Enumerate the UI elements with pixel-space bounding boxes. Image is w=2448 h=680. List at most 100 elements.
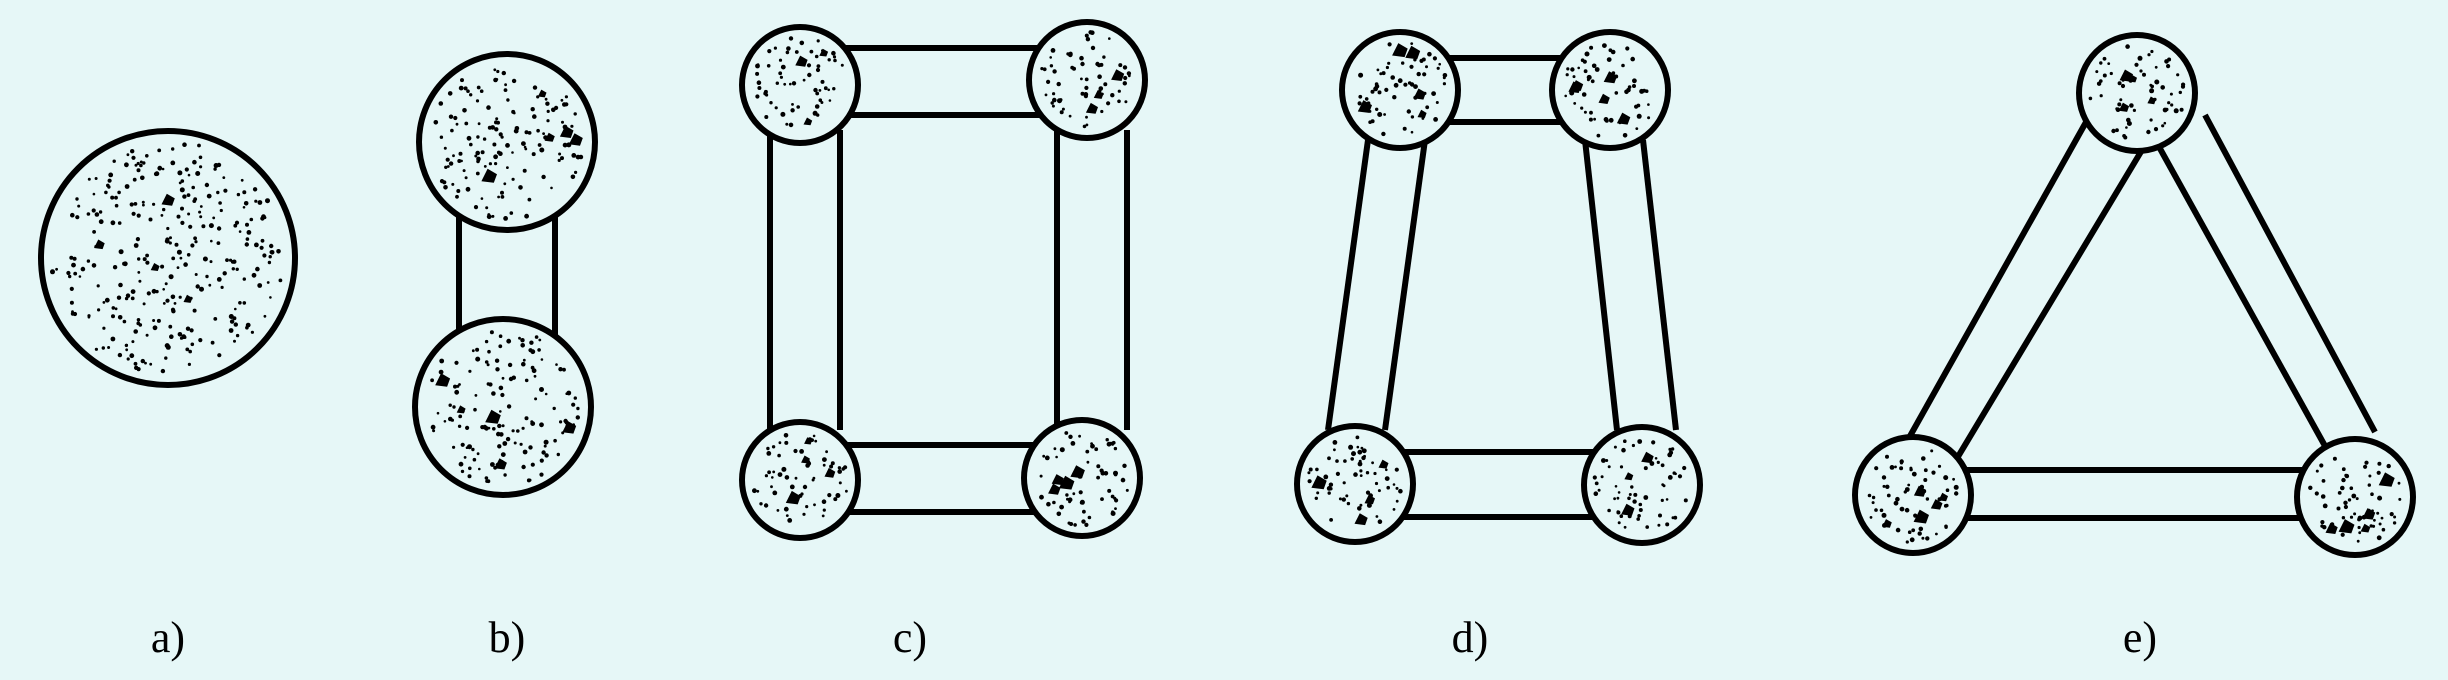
figure-e-left-web-inner <box>1947 143 2148 472</box>
speckle-dot <box>1622 133 1628 138</box>
figure-d-right-web-outer <box>1640 139 1679 431</box>
speckle-dot <box>770 485 773 489</box>
speckle-dot <box>216 277 222 282</box>
figure-c-label: c) <box>893 613 927 662</box>
speckle-dot <box>1375 107 1379 112</box>
speckle-dot <box>216 162 222 168</box>
speckle-dot <box>538 338 542 342</box>
speckle-dot <box>1353 472 1358 477</box>
speckle-dot <box>436 411 440 415</box>
speckle-dot <box>815 91 820 96</box>
speckle-dot <box>497 444 502 449</box>
speckle-dot <box>157 148 162 153</box>
speckle-dot <box>486 382 490 386</box>
speckle-dot <box>199 205 203 208</box>
speckle-dot <box>179 256 183 260</box>
speckle-dot <box>104 190 108 195</box>
speckle-dot <box>818 89 822 92</box>
speckle-dot <box>837 466 842 470</box>
speckle-dot <box>1332 440 1338 445</box>
speckle-dot <box>511 151 514 154</box>
speckle-dot <box>231 267 235 271</box>
speckle-dot <box>1384 476 1390 481</box>
speckle-dot <box>251 272 257 278</box>
speckle-dot <box>794 476 798 480</box>
speckle-dot <box>77 204 81 208</box>
speckle-dot <box>1398 488 1403 494</box>
figure-e-label: e) <box>2123 613 2157 662</box>
speckle-dot <box>833 497 838 502</box>
speckle-dot <box>136 213 141 218</box>
speckle-dot <box>1431 91 1436 96</box>
speckle-dot <box>2167 101 2171 105</box>
speckle-dot <box>1425 65 1428 69</box>
speckle-dot <box>139 163 143 168</box>
speckle-dot <box>1392 483 1396 486</box>
speckle-dot <box>2344 473 2350 479</box>
speckle-dot <box>1636 517 1640 521</box>
speckle-dot <box>2349 515 2354 519</box>
speckle-dot <box>448 403 452 407</box>
speckle-dot <box>500 190 504 195</box>
speckle-dot <box>788 122 794 128</box>
speckle-dot <box>2368 474 2372 478</box>
speckle-dot <box>503 473 507 477</box>
speckle-dot <box>799 40 805 46</box>
speckle-dot <box>524 213 529 219</box>
speckle-dot <box>160 264 165 269</box>
speckle-dot <box>260 238 265 243</box>
speckle-dot <box>269 296 272 299</box>
speckle-dot <box>1316 491 1320 495</box>
aggregate-chunk <box>1085 102 1098 114</box>
speckle-dot <box>463 456 467 459</box>
speckle-dot <box>131 340 135 344</box>
speckle-dot <box>791 103 794 106</box>
speckle-dot <box>812 110 818 116</box>
speckle-dot <box>452 445 456 449</box>
speckle-dot <box>170 160 176 166</box>
speckle-dot <box>2322 503 2328 509</box>
figure-d-label: d) <box>1452 613 1489 662</box>
speckle-dot <box>86 259 91 263</box>
speckle-dot <box>769 101 773 105</box>
speckle-dot <box>447 91 453 96</box>
speckle-dot <box>487 213 491 217</box>
speckle-dot <box>552 406 556 411</box>
speckle-dot <box>1052 69 1057 74</box>
speckle-dot <box>1392 508 1396 511</box>
speckle-dot <box>205 274 209 279</box>
speckle-dot <box>122 319 127 324</box>
speckle-dot <box>462 169 466 173</box>
speckle-dot <box>1654 457 1658 460</box>
figure-c-circle-top-left <box>739 24 861 146</box>
aggregate-chunk <box>801 455 810 464</box>
speckle-dot <box>2341 467 2346 472</box>
speckle-dot <box>170 307 176 312</box>
speckle-dot <box>560 156 564 161</box>
speckle-dot <box>169 334 174 340</box>
aggregate-chunk <box>1598 93 1610 104</box>
speckle-dot <box>1314 496 1319 500</box>
speckle-dot <box>560 98 564 102</box>
speckle-dot <box>1090 45 1096 51</box>
speckle-dot <box>1122 65 1128 70</box>
speckle-dot <box>173 302 177 305</box>
speckle-dot <box>2393 515 2397 519</box>
speckle-dot <box>2322 525 2327 530</box>
speckle-dot <box>773 46 778 50</box>
speckle-dot <box>477 122 481 126</box>
speckle-dot <box>455 122 459 126</box>
speckle-dot <box>537 348 541 352</box>
speckle-dot <box>464 121 469 126</box>
speckle-dot <box>2341 477 2346 483</box>
speckle-dot <box>571 153 577 158</box>
speckle-dot <box>443 185 448 190</box>
speckle-dot <box>1614 485 1618 488</box>
speckle-dot <box>802 512 806 516</box>
speckle-dot <box>209 260 213 264</box>
speckle-dot <box>514 126 520 131</box>
speckle-dot <box>820 101 824 104</box>
speckle-dot <box>1911 528 1916 533</box>
